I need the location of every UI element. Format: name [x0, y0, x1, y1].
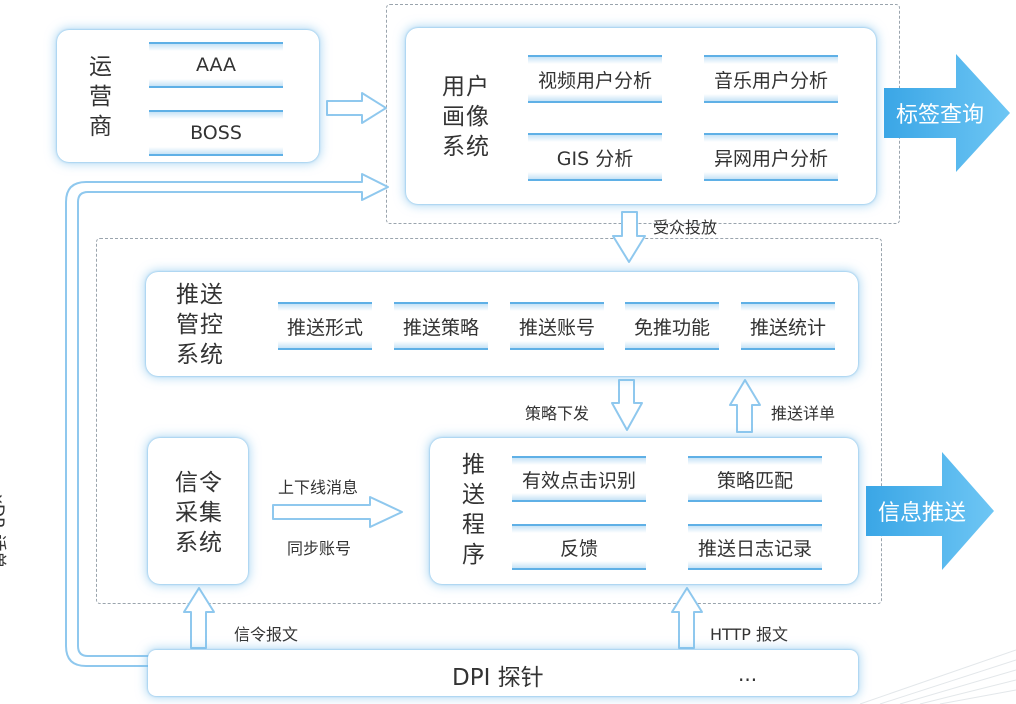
- strategy-match-chip: 策略匹配: [688, 456, 822, 502]
- arrow-strategy-down: [611, 379, 643, 431]
- xdr-label: xDR 话单: [0, 494, 7, 569]
- arrow-audience-down: [612, 211, 646, 263]
- info-push-label: 信息推送: [878, 501, 967, 526]
- push-program-box: [430, 438, 858, 584]
- push-form-chip: 推送形式: [278, 302, 372, 350]
- dpi-probe-box: [148, 650, 858, 696]
- operator-box: [57, 30, 319, 162]
- arrow-xdr-loop: [65, 173, 389, 667]
- arrow-detail-up: [729, 379, 761, 433]
- push-account-chip: 推送账号: [510, 302, 604, 350]
- tag-query-label: 标签查询: [896, 103, 985, 128]
- tag-query-arrow: 标签查询: [884, 52, 1014, 174]
- signal-system-box: [148, 438, 248, 584]
- signal-msg-label: 信令报文: [234, 625, 299, 644]
- push-strategy-chip: 推送策略: [394, 302, 488, 350]
- other-network-user-analysis-chip: 异网用户分析: [704, 133, 838, 181]
- boss-chip: BOSS: [149, 110, 283, 156]
- profile-system-title: 用户画像系统: [442, 74, 490, 160]
- push-log-chip: 推送日志记录: [688, 524, 822, 570]
- dpi-probe-title: DPI 探针: [452, 665, 544, 691]
- video-user-analysis-chip: 视频用户分析: [528, 55, 662, 103]
- strategy-label: 策略下发: [525, 404, 590, 423]
- audience-label: 受众投放: [653, 218, 718, 237]
- info-push-arrow-shape: [866, 452, 994, 570]
- http-label: HTTP 报文: [710, 625, 789, 644]
- arrow-sync-right: [272, 496, 403, 528]
- push-control-box: [146, 272, 858, 376]
- arrow-http-up: [671, 587, 703, 649]
- music-user-analysis-chip: 音乐用户分析: [704, 55, 838, 103]
- push-exempt-chip: 免推功能: [625, 302, 719, 350]
- arrow-operator-to-profile: [326, 92, 387, 124]
- operator-title: 运营商: [89, 54, 113, 140]
- signal-system-title: 信令采集系统: [175, 470, 223, 556]
- push-statistics-chip: 推送统计: [741, 302, 835, 350]
- aaa-chip: AAA: [149, 42, 283, 88]
- sync-label-top: 上下线消息: [278, 478, 359, 497]
- push-program-title: 推送程序: [462, 452, 486, 568]
- arrow-signal-up: [183, 587, 215, 649]
- detail-label: 推送详单: [771, 404, 836, 423]
- info-push-arrow: 信息推送: [866, 450, 996, 572]
- push-control-title: 推送管控系统: [176, 282, 224, 368]
- push-region: [96, 238, 882, 604]
- gis-analysis-chip: GIS 分析: [528, 133, 662, 181]
- tag-query-arrow-shape: [884, 54, 1010, 172]
- feedback-chip: 反馈: [512, 524, 646, 570]
- profile-system-box: [406, 28, 876, 204]
- sync-label-bottom: 同步账号: [287, 539, 352, 558]
- effective-click-chip: 有效点击识别: [512, 456, 646, 502]
- dpi-more: ...: [738, 662, 758, 686]
